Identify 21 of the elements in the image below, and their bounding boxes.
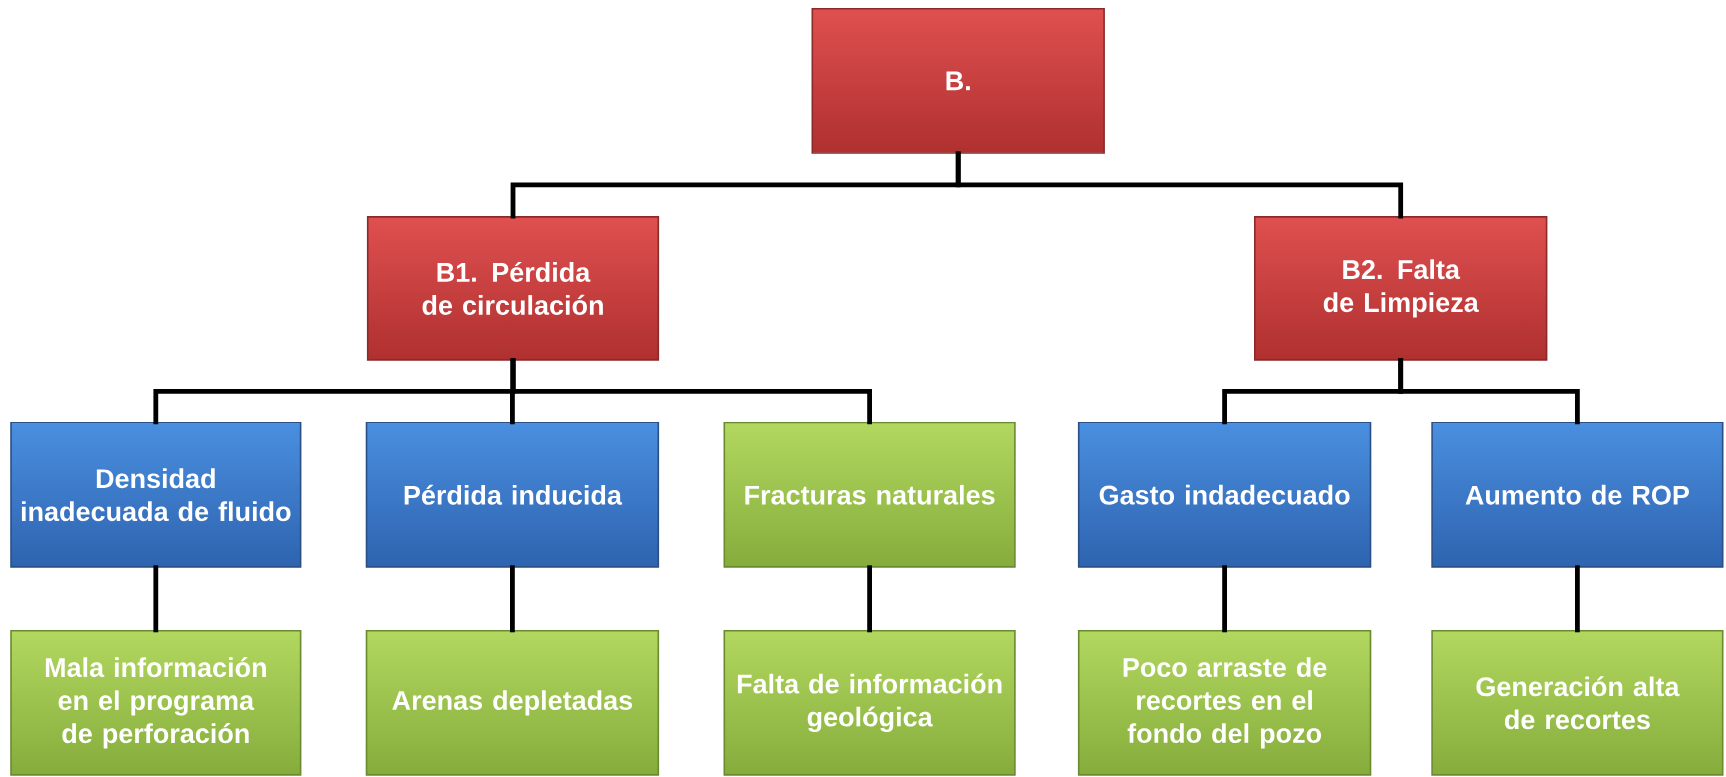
- box: Poco arraste de recortes en el fondo del pozo: [1077, 629, 1372, 776]
- connector: [153, 565, 159, 633]
- box: B1. Pérdida de circulación: [366, 216, 660, 361]
- box: Falta de información geológica: [723, 629, 1016, 776]
- connector: [955, 151, 1404, 219]
- box: Fracturas naturales: [723, 421, 1016, 568]
- box: Densidad inadecuada de fluido: [10, 421, 302, 568]
- connector: [510, 358, 872, 425]
- box: B.: [811, 8, 1105, 154]
- connector: [1222, 565, 1227, 633]
- box: Mala información en el programa de perforación: [10, 629, 302, 776]
- connector: [1575, 565, 1580, 633]
- box: B2. Falta de Limpieza: [1254, 216, 1548, 361]
- box: Arenas depletadas: [365, 629, 660, 776]
- box: Aumento de ROP: [1431, 421, 1724, 568]
- box: Pérdida inducida: [365, 421, 660, 568]
- box: Generación alta de recortes: [1431, 629, 1724, 776]
- box: Gasto indadecuado: [1077, 421, 1372, 568]
- connector: [1398, 358, 1580, 425]
- connector: [867, 565, 872, 633]
- connector: [510, 565, 515, 633]
